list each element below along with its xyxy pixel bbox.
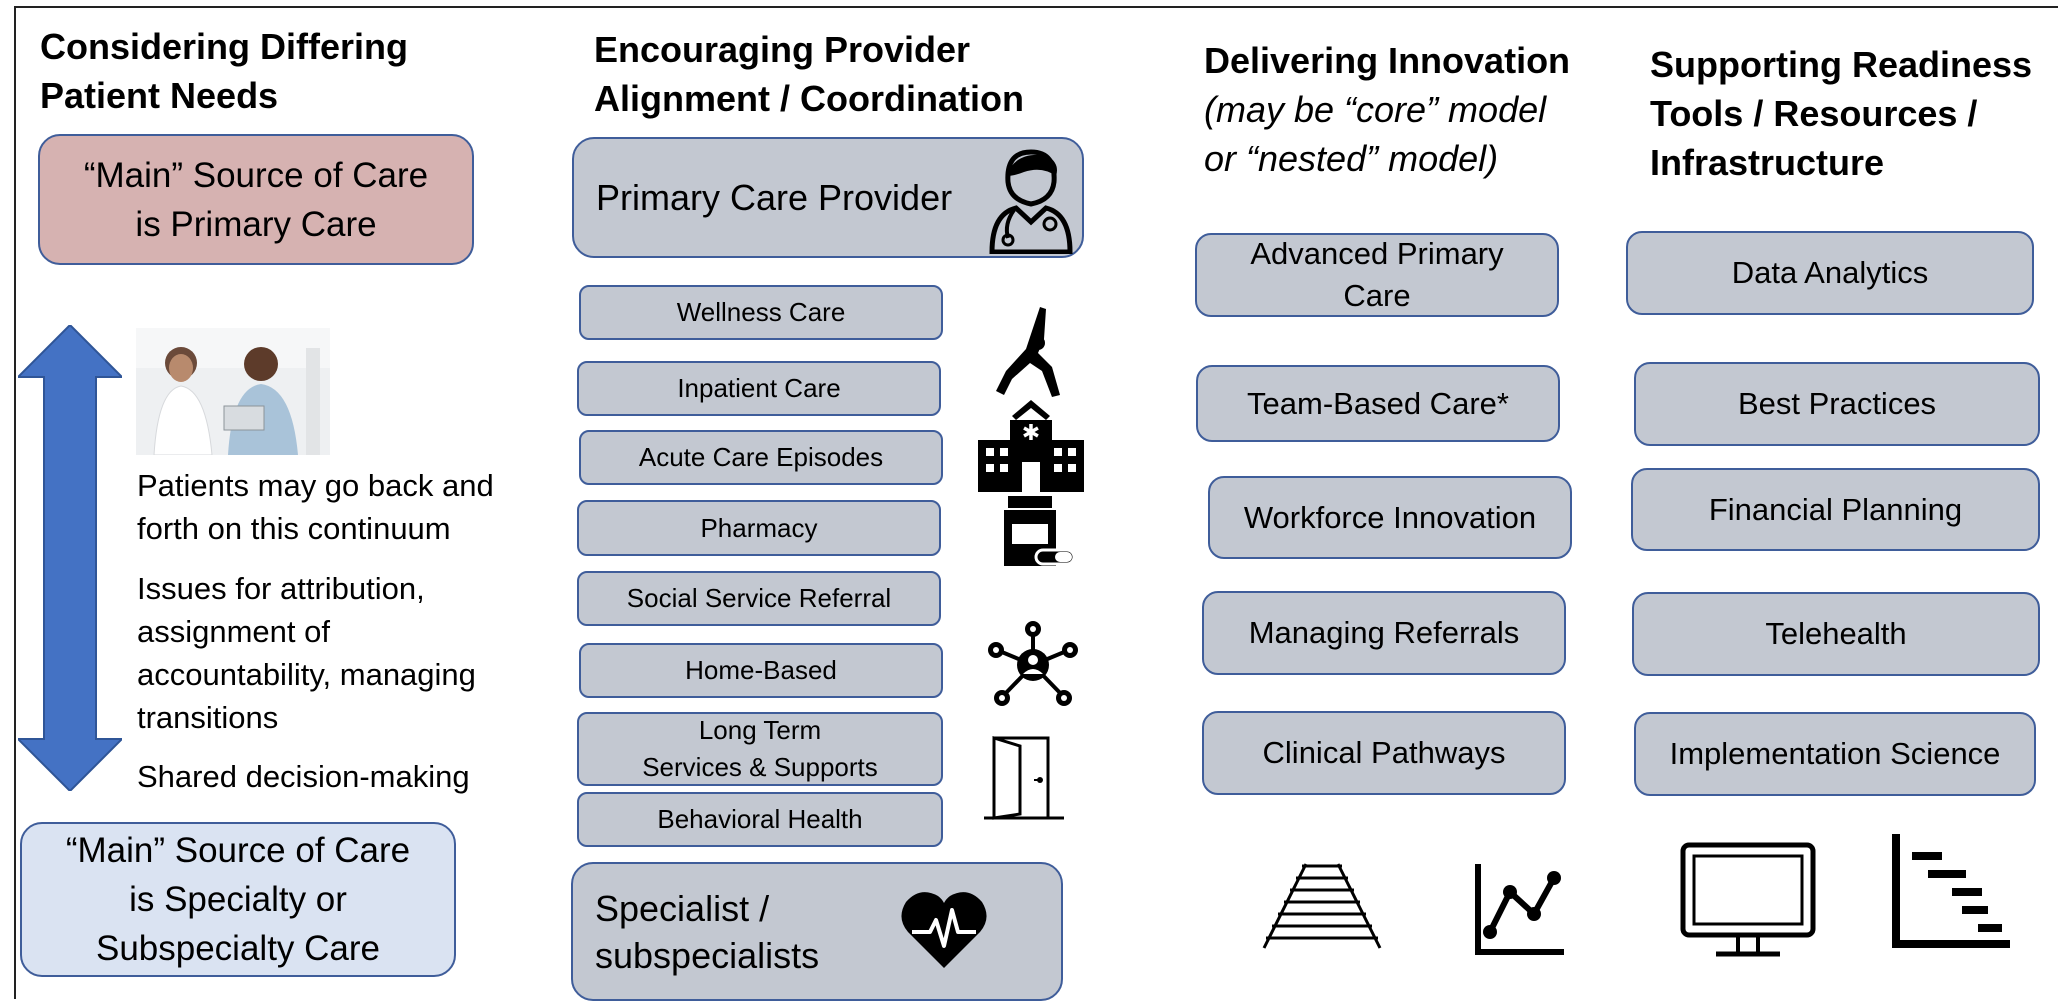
shared-decision-note: Shared decision-making: [137, 759, 470, 794]
ltss-box: Long Term Services & Supports: [577, 712, 943, 786]
specialty-care-source-box: “Main” Source of Care is Specialty or Su…: [20, 822, 456, 977]
primary-care-provider-box: Primary Care Provider: [572, 137, 1084, 258]
doctor-icon: [989, 149, 1073, 254]
telehealth-box: Telehealth: [1632, 592, 2040, 676]
gantt-chart-icon: [1892, 834, 2010, 948]
social-service-referral-box: Social Service Referral: [577, 571, 941, 626]
innovation-heading: Delivering Innovation (may be “core” mod…: [1204, 40, 1571, 179]
hospital-icon: ✱: [978, 400, 1084, 492]
implementation-science-box: Implementation Science: [1634, 712, 2036, 796]
primary-care-source-box: “Main” Source of Care is Primary Care: [38, 134, 474, 265]
managing-referrals-box: Managing Referrals: [1202, 591, 1566, 675]
heartbeat-icon: [901, 892, 987, 968]
behavioral-health-box: Behavioral Health: [577, 792, 943, 847]
clinical-pathways-box: Clinical Pathways: [1202, 711, 1566, 795]
network-icon: [988, 621, 1078, 706]
patient-needs-heading: Considering Differing Patient Needs: [40, 26, 408, 116]
monitor-icon: [1680, 842, 1816, 957]
provider-alignment-heading: Encouraging Provider Alignment / Coordin…: [594, 29, 1024, 119]
continuum-double-arrow: [18, 325, 122, 791]
inpatient-care-box: Inpatient Care: [577, 361, 941, 416]
data-analytics-box: Data Analytics: [1626, 231, 2034, 315]
continuum-note: Patients may go back and forth on this c…: [137, 468, 494, 546]
workforce-innovation-box: Workforce Innovation: [1208, 476, 1572, 559]
home-based-box: Home-Based: [579, 643, 943, 698]
pill-bottle-icon: [1004, 496, 1076, 566]
railroad-track-icon: [1262, 863, 1382, 949]
specialist-box: Specialist / subspecialists: [571, 862, 1063, 1001]
readiness-heading: Supporting Readiness Tools / Resources /…: [1650, 44, 2033, 183]
diagram-frame: [14, 6, 2058, 999]
line-chart-icon: [1475, 864, 1564, 955]
team-based-care-box: Team-Based Care*: [1196, 365, 1560, 442]
exercise-icon: [996, 307, 1060, 397]
acute-care-episodes-box: Acute Care Episodes: [579, 430, 943, 485]
svg-text:✱: ✱: [1022, 421, 1040, 446]
wellness-care-box: Wellness Care: [579, 285, 943, 340]
door-icon: [984, 735, 1064, 820]
financial-planning-box: Financial Planning: [1631, 468, 2040, 551]
attribution-note: Issues for attribution, assignment of ac…: [137, 571, 476, 735]
best-practices-box: Best Practices: [1634, 362, 2040, 446]
advanced-primary-care-box: Advanced Primary Care: [1195, 233, 1559, 317]
doctor-patient-photo: [136, 328, 330, 455]
pharmacy-box: Pharmacy: [577, 500, 941, 556]
